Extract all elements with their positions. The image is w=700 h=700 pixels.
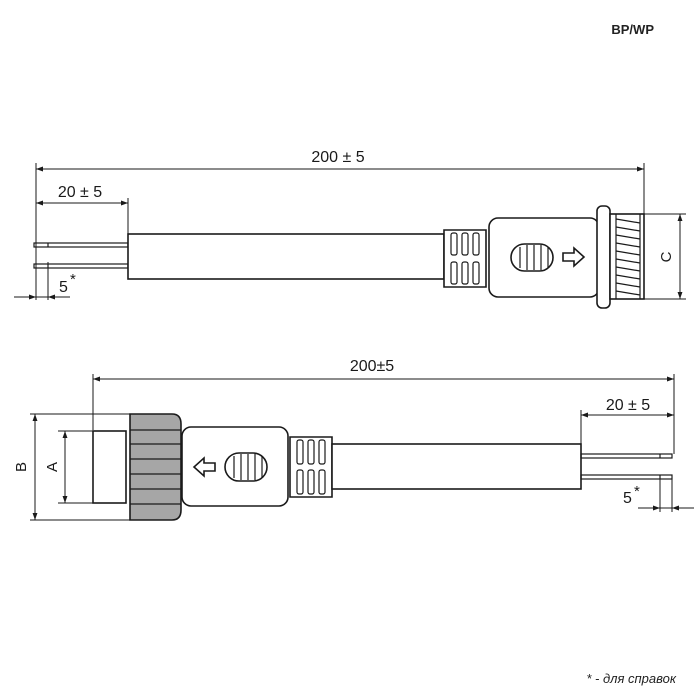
top-view: 200 ± 5 20 ± 5 5 * C	[14, 149, 686, 309]
slider-knob-icon	[224, 452, 268, 482]
total-length-label: 200 ± 5	[311, 149, 364, 166]
dimension-b-label: B	[13, 462, 30, 472]
strip-length-label: 5	[59, 279, 68, 296]
threaded-bushing	[609, 213, 645, 300]
cable	[331, 443, 582, 490]
arrow-right-icon	[562, 246, 586, 268]
arrow-left-icon	[192, 456, 216, 478]
strain-relief	[443, 229, 487, 288]
strain-relief	[289, 436, 333, 498]
model-code: BP/WP	[611, 22, 654, 37]
wire-leads	[580, 453, 673, 480]
strip-length-label: 5	[623, 490, 632, 507]
wire-leads	[33, 242, 129, 269]
strip-length-mark: *	[634, 483, 640, 500]
diameter-c-label: C	[658, 251, 675, 262]
reference-note: * - для справок	[586, 671, 676, 686]
hex-nut	[129, 413, 182, 521]
strip-length-mark: *	[70, 271, 76, 288]
lead-length-label: 20 ± 5	[58, 184, 102, 201]
lead-length-label: 20 ± 5	[606, 397, 650, 414]
slider-knob-icon	[510, 243, 554, 272]
dimension-a-label: A	[44, 462, 61, 472]
mounting-flange	[596, 205, 611, 309]
total-length-label: 200±5	[350, 358, 394, 375]
button-cap	[92, 430, 127, 504]
bottom-view: 200±5 20 ± 5 5 * B A	[13, 358, 694, 521]
cable	[127, 233, 445, 280]
